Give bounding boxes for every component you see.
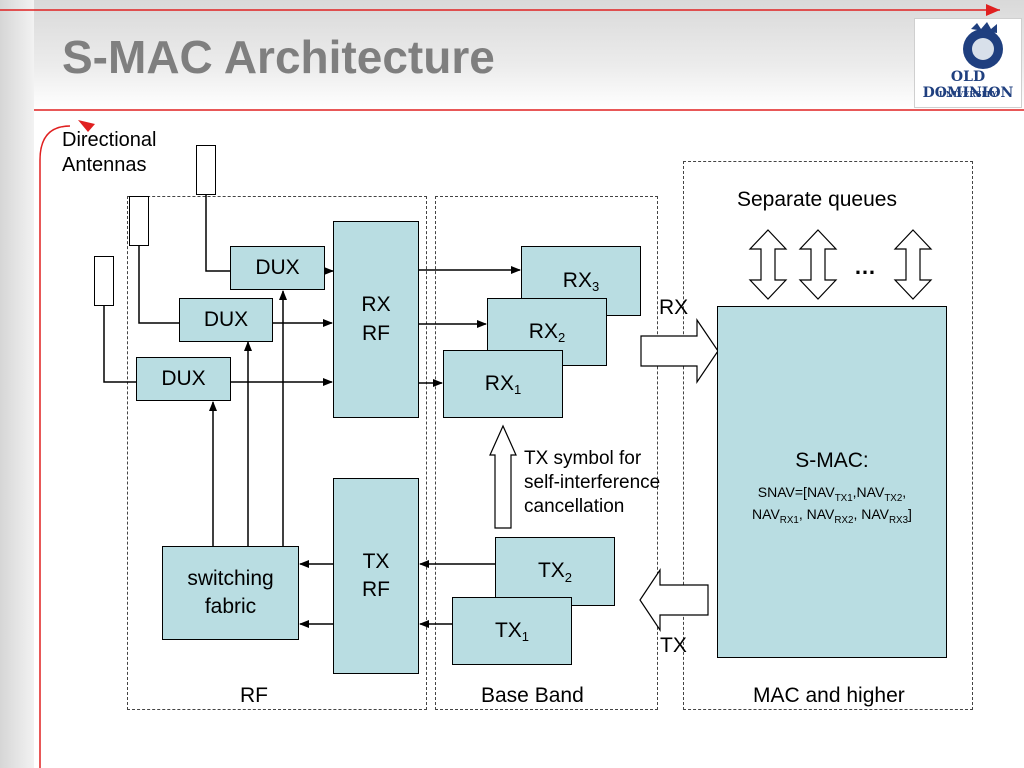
tx-arrow-label: TX bbox=[660, 634, 687, 657]
smac-block: S-MAC: SNAV=[NAVTX1,NAVTX2, NAVRX1, NAVR… bbox=[717, 306, 947, 658]
dux-box: DUX bbox=[136, 357, 231, 401]
rx1-block: RX1 bbox=[443, 350, 563, 418]
antenna-label: Directional Antennas bbox=[62, 129, 157, 176]
rf-region bbox=[127, 196, 427, 710]
snav-line-2: NAVRX1, NAVRX2, NAVRX3] bbox=[752, 506, 912, 527]
dux-box: DUX bbox=[230, 246, 325, 290]
title-band bbox=[0, 0, 1024, 110]
antenna-icon bbox=[94, 256, 114, 306]
tx-symbol-note: TX symbol for self-interference cancella… bbox=[524, 448, 661, 517]
dux-box: DUX bbox=[179, 298, 273, 342]
smac-title: S-MAC: bbox=[795, 449, 869, 472]
tx1-block: TX1 bbox=[452, 597, 572, 665]
antenna-icon bbox=[196, 145, 216, 195]
tx2-block: TX2 bbox=[495, 537, 615, 606]
ellipsis-label: … bbox=[854, 254, 876, 279]
separate-queues-label: Separate queues bbox=[737, 188, 897, 211]
region-label-rf: RF bbox=[240, 684, 268, 707]
antenna-icon bbox=[129, 196, 149, 246]
region-label-mac: MAC and higher bbox=[753, 684, 905, 707]
mac-region bbox=[683, 161, 973, 710]
snav-line-1: SNAV=[NAVTX1,NAVTX2, bbox=[757, 484, 907, 505]
left-band bbox=[0, 0, 34, 768]
baseband-region bbox=[435, 196, 658, 710]
rx-arrow-label: RX bbox=[659, 296, 689, 319]
slide-title: S-MAC Architecture bbox=[62, 31, 495, 83]
university-logo: OLD DOMINION UNIVERSITY bbox=[914, 18, 1022, 108]
lion-emblem-icon bbox=[963, 22, 1003, 69]
logo-name: OLD DOMINION bbox=[922, 69, 1014, 101]
region-label-baseband: Base Band bbox=[481, 684, 584, 707]
logo-subtitle: UNIVERSITY bbox=[938, 89, 998, 99]
